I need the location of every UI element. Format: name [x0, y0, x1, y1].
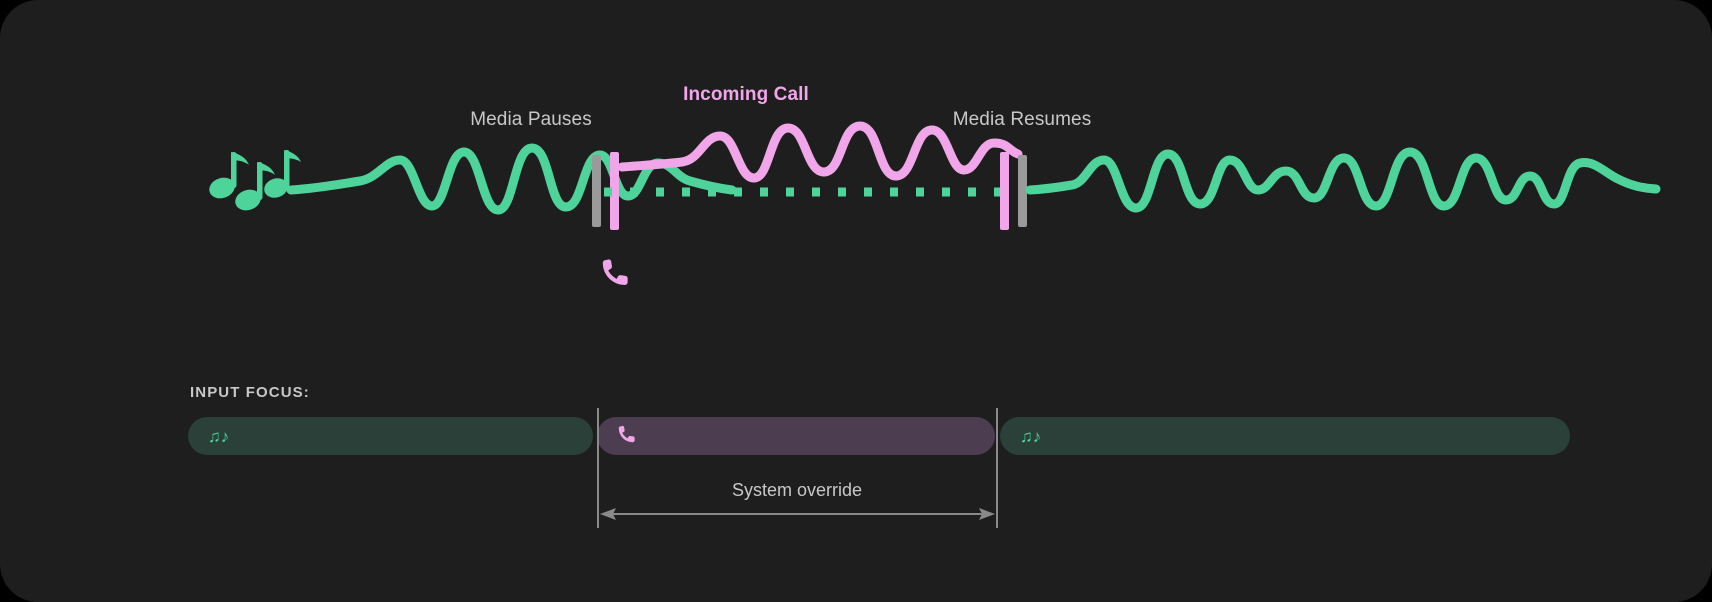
music-notes-icon: ♫♪ [1020, 426, 1042, 446]
pause-marker-gray [592, 155, 601, 227]
focus-bar-media-left[interactable]: ♫♪ [188, 417, 593, 455]
label-incoming-call: Incoming Call [683, 84, 809, 105]
label-media-resumes: Media Resumes [952, 109, 1092, 130]
input-focus-heading: INPUT FOCUS: [190, 384, 310, 401]
music-notes-icon: ♫♪ [208, 426, 230, 446]
override-arrow-head-right [979, 508, 995, 520]
call-waveform [617, 121, 1023, 183]
media-waveform-after [1025, 147, 1661, 213]
pause-marker-pink [610, 152, 619, 230]
waveform-diagram [209, 121, 1661, 285]
focus-bar-call[interactable] [597, 417, 995, 455]
focus-bar-media-right[interactable]: ♫♪ [1000, 417, 1570, 455]
resume-marker-gray [1018, 155, 1027, 227]
phone-icon [617, 425, 636, 447]
music-notes-icon [209, 150, 301, 211]
phone-icon [602, 259, 628, 285]
override-arrow-head-left [600, 508, 616, 520]
label-media-pauses: Media Pauses [470, 109, 592, 130]
label-system-override: System override [731, 480, 863, 500]
resume-marker-pink [1000, 152, 1009, 230]
